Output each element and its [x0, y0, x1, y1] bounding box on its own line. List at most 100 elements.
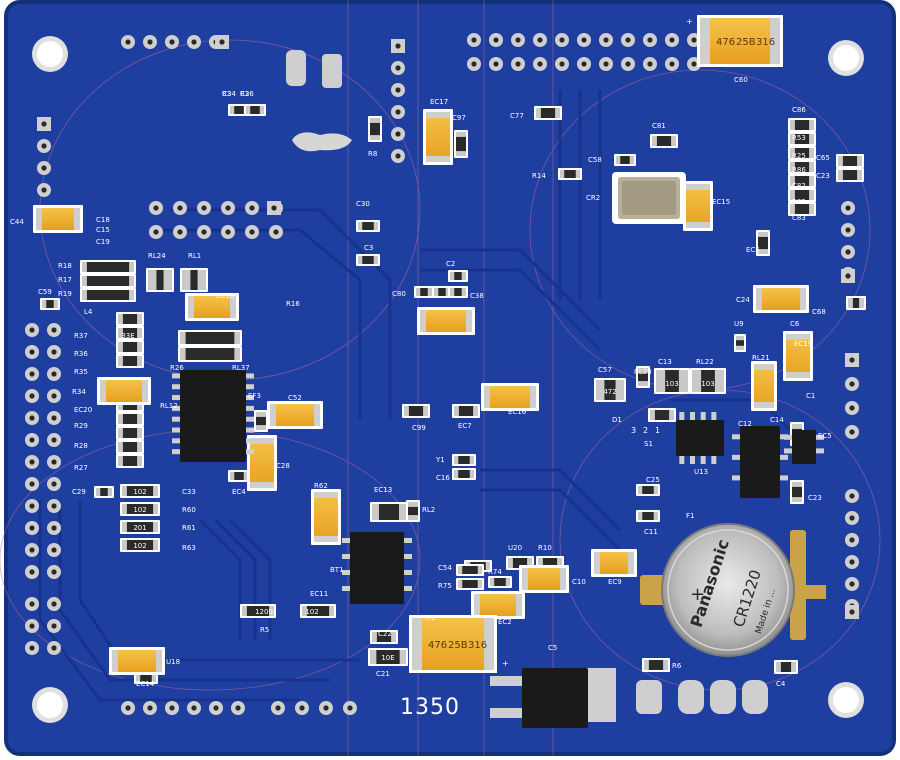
silkscreen-label: R61 [182, 524, 196, 532]
smd-component [614, 154, 636, 166]
header-pin [643, 57, 657, 71]
smd-component [690, 368, 726, 394]
silkscreen-label: EC2 [498, 618, 512, 626]
smd-component [368, 648, 408, 666]
silkscreen-label: C11 [644, 528, 658, 536]
silkscreen-label: U18 [166, 658, 180, 666]
header-pin [621, 57, 635, 71]
silkscreen-label: C68 [812, 308, 826, 316]
header-pin [25, 455, 39, 469]
smd-component [402, 404, 430, 418]
header-pin [555, 57, 569, 71]
silkscreen-label: CR2 [586, 194, 600, 202]
header-pin [187, 701, 201, 715]
header-pin [511, 33, 525, 47]
silkscreen-label: C13 [658, 358, 672, 366]
silkscreen-label: C30 [356, 200, 370, 208]
mounting-holes [32, 36, 864, 723]
header-pin [319, 701, 333, 715]
battery-plus-mark: + [690, 584, 705, 605]
part-value: 103 [665, 380, 678, 388]
smd-component [836, 168, 864, 182]
silkscreen-label: C12 [738, 420, 752, 428]
smd-component [120, 502, 160, 516]
silkscreen-label: C54 [438, 564, 452, 572]
smd-component [650, 134, 678, 148]
silkscreen-label: EC4 [232, 488, 246, 496]
header-pin [599, 57, 613, 71]
smd-component [120, 538, 160, 552]
smd-component [180, 268, 208, 292]
header-pin [47, 455, 61, 469]
header-pin [845, 401, 859, 415]
header-pin [25, 323, 39, 337]
silkscreen-label: EC9 [608, 578, 622, 586]
silkscreen-label: C1 [806, 392, 815, 400]
header-pin [173, 201, 187, 215]
header-pin [533, 33, 547, 47]
smd-component [456, 578, 484, 590]
silkscreen-label: BT1 [330, 566, 344, 574]
silkscreen-label: R16 [286, 300, 300, 308]
silkscreen-label: R2 [240, 90, 249, 98]
header-pin [197, 201, 211, 215]
header-pin [149, 225, 163, 239]
header-pin [295, 701, 309, 715]
silkscreen-label: R35 [74, 368, 88, 376]
header-pin [467, 33, 481, 47]
silkscreen-label: D1 [612, 416, 622, 424]
polarity-mark-u18: + [502, 659, 509, 668]
silkscreen-label: R10 [538, 544, 552, 552]
header-pin [47, 389, 61, 403]
header-pin [37, 139, 51, 153]
header-pin [643, 33, 657, 47]
transistor-r2 [784, 430, 824, 464]
header-pin [577, 33, 591, 47]
silkscreen-label: R60 [182, 506, 196, 514]
header-pin [25, 433, 39, 447]
header-pin [121, 701, 135, 715]
tantalum-capacitor [185, 293, 239, 321]
silkscreen-label: RL2 [422, 506, 435, 514]
header-pin [149, 201, 163, 215]
tantalum-capacitor [591, 549, 637, 577]
part-value: 103 [701, 380, 714, 388]
header-pin [47, 499, 61, 513]
header-pin [25, 411, 39, 425]
diode-array-d1 [732, 426, 788, 498]
silkscreen-label: R27 [74, 464, 88, 472]
silkscreen-label: C24 [736, 296, 750, 304]
header-pin [245, 201, 259, 215]
tantalum-capacitor [683, 181, 713, 231]
header-pin [467, 57, 481, 71]
header-pin [665, 33, 679, 47]
smd-component [594, 378, 626, 402]
silkscreen-label: C25 [646, 476, 660, 484]
silkscreen-label: C99 [412, 424, 426, 432]
smd-component [116, 454, 144, 468]
header-pin [841, 245, 855, 259]
header-pin [599, 33, 613, 47]
header-pin [143, 35, 157, 49]
silkscreen-label: C82 [792, 182, 806, 190]
pin-number-3: 3 [631, 426, 636, 435]
tantalum-capacitor [311, 489, 341, 545]
silkscreen-label: EC20 [74, 406, 92, 414]
silkscreen-label: R8 [368, 150, 377, 158]
header-pin [47, 367, 61, 381]
header-pin [25, 619, 39, 633]
silkscreen-label: C29 [72, 488, 86, 496]
part-value: 102 [305, 608, 318, 616]
smd-component [80, 274, 136, 288]
battery-holder: Panasonic CR1220 Made in ... + [640, 523, 826, 657]
pcb-edge-shadow [4, 0, 896, 756]
tantalum-code: 316 [756, 37, 775, 48]
header-pin [845, 489, 859, 503]
smd-component [452, 454, 476, 466]
tantalum-capacitor [417, 307, 475, 335]
header-pin [25, 543, 39, 557]
silkscreen-label: U9 [734, 320, 744, 328]
silkscreen-label: C19 [96, 238, 110, 246]
